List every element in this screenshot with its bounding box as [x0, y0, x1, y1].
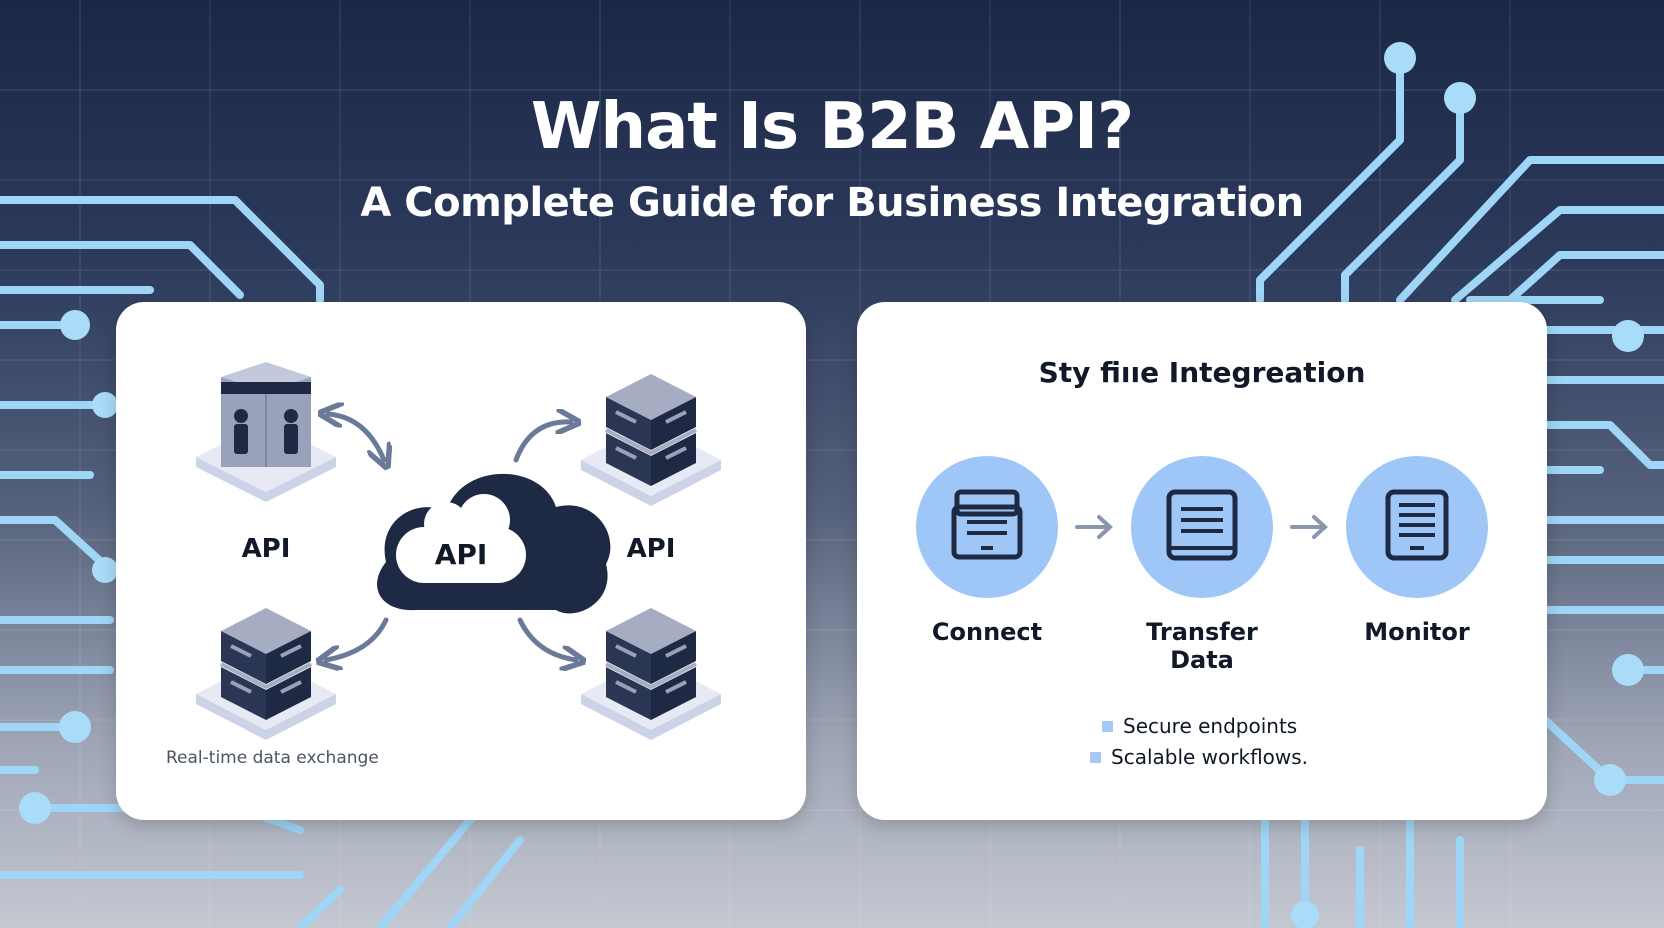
api-cloud-icon — [377, 473, 611, 614]
arrow-cloud-server-left — [326, 617, 389, 660]
monitor-list-icon — [1346, 456, 1488, 598]
card-reader-icon — [916, 456, 1058, 598]
document-screen-icon — [1131, 456, 1273, 598]
api-network-diagram — [196, 362, 721, 740]
server-icon-bottom-left — [196, 608, 336, 740]
server-icon-top-right — [581, 374, 721, 506]
page-subtitle: A Complete Guide for Business Integratio… — [360, 180, 1304, 226]
step-label-connect: Connect — [931, 618, 1043, 646]
arrow-right-icon — [1075, 515, 1113, 539]
node-api-label-left: API — [241, 534, 291, 564]
step-label-monitor: Monitor — [1364, 618, 1470, 646]
integration-steps-panel: Sty fiııe Integreation — [857, 302, 1547, 820]
bullet-item: Secure endpoints — [1102, 714, 1297, 738]
bullet-text: Scalable workflows. — [1111, 745, 1309, 769]
page-title: What Is B2B API? — [530, 90, 1134, 164]
server-icon-bottom-right — [581, 608, 721, 740]
steps-diagram — [916, 456, 1488, 598]
bullet-text: Secure endpoints — [1123, 714, 1298, 738]
arrow-building-cloud — [328, 414, 384, 460]
node-api-label-right: API — [626, 534, 676, 564]
arrow-right-icon — [1290, 515, 1328, 539]
bullet-item: Scalable workflows. — [1090, 745, 1308, 769]
cloud-api-label: API — [434, 538, 488, 571]
arrow-cloud-server-right — [517, 617, 576, 660]
diagram-caption: Real-time data exchange — [166, 748, 379, 768]
bullet-square-icon — [1090, 751, 1101, 763]
step-label-transfer-data: Transfer Data — [1146, 618, 1258, 674]
bullet-square-icon — [1102, 720, 1113, 732]
panel-title: Sty fiııe Integreation — [1038, 356, 1366, 389]
business-building-icon — [196, 362, 336, 502]
arrow-cloud-server-top — [513, 422, 571, 463]
api-network-panel: API API API Real-time data exchange — [116, 302, 806, 820]
